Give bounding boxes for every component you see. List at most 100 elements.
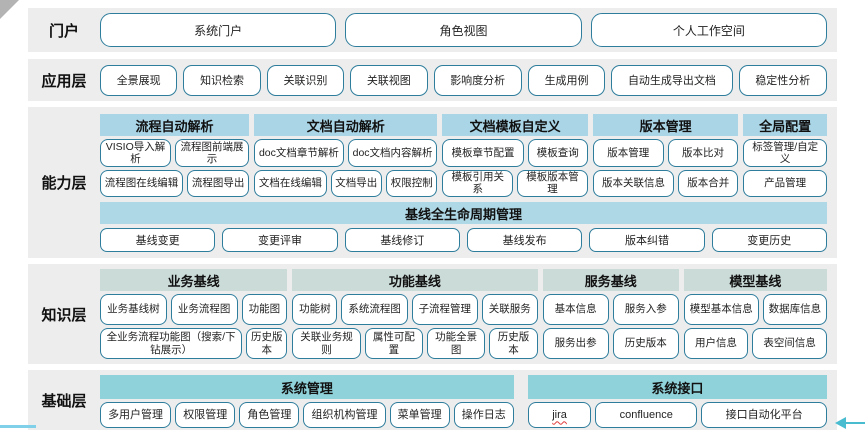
foundation-button[interactable]: 角色管理	[239, 402, 300, 428]
capability-button[interactable]: 版本合并	[678, 169, 739, 198]
interface-button[interactable]: jira	[527, 402, 592, 428]
application-layer-label: 应用层	[41, 72, 87, 90]
application-button[interactable]: 影响度分析	[433, 64, 522, 96]
interface-button[interactable]: confluence	[595, 402, 698, 428]
capability-layer-band: 能力层 流程自动解析 VISIO导入解析流程图前端展示 流程图在线编辑流程图导出…	[28, 107, 837, 258]
application-button[interactable]: 稳定性分析	[738, 64, 827, 96]
knowledge-button[interactable]: 历史版本	[489, 328, 538, 359]
application-button[interactable]: 知识检索	[183, 64, 261, 96]
knowledge-button[interactable]: 子流程管理	[411, 294, 478, 325]
group-version-management: 版本管理 版本管理版本比对 版本关联信息版本合并	[592, 114, 739, 198]
application-button[interactable]: 关联识别	[266, 64, 345, 96]
capability-button[interactable]: 标签管理/自定义	[743, 139, 827, 167]
foundation-layer-label: 基础层	[41, 392, 87, 410]
knowledge-button[interactable]: 历史版本	[246, 328, 288, 359]
group-header-system-interface: 系统接口	[527, 375, 827, 399]
baseline-button[interactable]: 版本纠错	[589, 228, 705, 252]
foundation-layer-band: 基础层 系统管理 多用户管理权限管理角色管理组织机构管理菜单管理操作日志 系统接…	[28, 370, 837, 430]
group-header-version-management: 版本管理	[592, 114, 739, 136]
knowledge-button[interactable]: 属性可配置	[364, 328, 423, 359]
knowledge-groups-row: 业务基线 业务基线树业务流程图功能图 全业务流程功能图（搜索/下钻展示）历史版本…	[100, 269, 828, 359]
capability-button[interactable]: 模板查询	[527, 139, 588, 167]
portal-button[interactable]: 系统门户	[100, 13, 337, 47]
baseline-button[interactable]: 基线变更	[100, 228, 216, 252]
capability-button[interactable]: 版本比对	[667, 139, 739, 167]
capability-button[interactable]: 文档导出	[330, 169, 382, 198]
group-header-global-config: 全局配置	[743, 114, 827, 136]
knowledge-button[interactable]: 业务流程图	[170, 294, 238, 325]
capability-button[interactable]: doc文档内容解析	[347, 139, 438, 167]
capability-layer-label: 能力层	[41, 175, 87, 192]
baseline-button-row: 基线变更变更评审基线修订基线发布版本纠错变更历史	[100, 228, 827, 252]
baseline-button[interactable]: 变更历史	[711, 228, 827, 252]
foundation-button[interactable]: 组织机构管理	[303, 402, 386, 428]
capability-button[interactable]: doc文档章节解析	[254, 139, 344, 167]
knowledge-layer-band: 知识层 业务基线 业务基线树业务流程图功能图 全业务流程功能图（搜索/下钻展示）…	[28, 264, 837, 364]
group-header-service-baseline: 服务基线	[542, 269, 679, 291]
foundation-button[interactable]: 操作日志	[453, 402, 514, 428]
capability-button[interactable]: 流程图前端展示	[174, 139, 250, 167]
application-button[interactable]: 自动生成导出文档	[611, 64, 733, 96]
capability-button[interactable]: 模板版本管理	[517, 169, 588, 198]
knowledge-button[interactable]: 表空间信息	[752, 328, 828, 359]
capability-button[interactable]: 模板章节配置	[442, 139, 524, 167]
knowledge-button[interactable]: 基本信息	[542, 294, 609, 325]
group-header-business-baseline: 业务基线	[100, 269, 288, 291]
capability-button[interactable]: 模板引用关系	[442, 169, 514, 198]
group-header-process-auto-parse: 流程自动解析	[100, 114, 250, 136]
knowledge-button[interactable]: 功能图	[241, 294, 288, 325]
group-function-baseline: 功能基线 功能树系统流程图子流程管理关联服务 关联业务规则属性可配置功能全景图历…	[292, 269, 538, 359]
group-header-doc-auto-parse: 文档自动解析	[254, 114, 438, 136]
foundation-groups-row: 系统管理 多用户管理权限管理角色管理组织机构管理菜单管理操作日志 系统接口 ji…	[100, 375, 827, 428]
slide-corner-triangle	[0, 0, 19, 19]
capability-button[interactable]: 流程图导出	[187, 169, 250, 198]
interface-button[interactable]: 接口自动化平台	[701, 402, 827, 428]
baseline-button[interactable]: 变更评审	[222, 228, 338, 252]
group-model-baseline: 模型基线 模型基本信息数据库信息 用户信息表空间信息	[683, 269, 828, 359]
baseline-lifecycle-banner: 基线全生命周期管理	[100, 202, 827, 224]
knowledge-button[interactable]: 用户信息	[683, 328, 749, 359]
application-button[interactable]: 生成用例	[527, 64, 606, 96]
application-button-row: 全景展现知识检索关联识别关联视图影响度分析生成用例自动生成导出文档稳定性分析	[100, 64, 827, 96]
foundation-button[interactable]: 权限管理	[175, 402, 236, 428]
foundation-button[interactable]: 菜单管理	[389, 402, 450, 428]
capability-button[interactable]: 版本关联信息	[592, 169, 675, 198]
group-header-function-baseline: 功能基线	[292, 269, 538, 291]
knowledge-button[interactable]: 功能树	[292, 294, 338, 325]
capability-button[interactable]: 权限控制	[385, 169, 438, 198]
knowledge-button[interactable]: 服务入参	[612, 294, 679, 325]
portal-button[interactable]: 个人工作空间	[590, 13, 827, 47]
portal-layer-label: 门户	[48, 22, 79, 40]
capability-button[interactable]: VISIO导入解析	[100, 139, 171, 167]
baseline-button[interactable]: 基线修订	[344, 228, 460, 252]
group-header-doc-template-custom: 文档模板自定义	[442, 114, 588, 136]
capability-button[interactable]: 版本管理	[592, 139, 664, 167]
application-layer-band: 应用层 全景展现知识检索关联识别关联视图影响度分析生成用例自动生成导出文档稳定性…	[28, 59, 837, 101]
group-service-baseline: 服务基线 基本信息服务入参 服务出参历史版本	[542, 269, 679, 359]
group-business-baseline: 业务基线 业务基线树业务流程图功能图 全业务流程功能图（搜索/下钻展示）历史版本	[100, 269, 288, 359]
foundation-button[interactable]: 多用户管理	[100, 402, 172, 428]
knowledge-button[interactable]: 功能全景图	[427, 328, 486, 359]
knowledge-button[interactable]: 系统流程图	[341, 294, 408, 325]
knowledge-button[interactable]: 历史版本	[612, 328, 679, 359]
knowledge-button[interactable]: 关联业务规则	[292, 328, 361, 359]
group-global-config: 全局配置 标签管理/自定义 产品管理	[743, 114, 827, 198]
application-button[interactable]: 关联视图	[350, 64, 428, 96]
bottom-left-line	[0, 425, 36, 428]
application-button[interactable]: 全景展现	[100, 64, 178, 96]
knowledge-button[interactable]: 全业务流程功能图（搜索/下钻展示）	[100, 328, 243, 359]
capability-button[interactable]: 产品管理	[743, 169, 827, 198]
portal-button[interactable]: 角色视图	[345, 13, 582, 47]
knowledge-button[interactable]: 数据库信息	[762, 294, 828, 325]
knowledge-button[interactable]: 业务基线树	[100, 294, 167, 325]
knowledge-button[interactable]: 关联服务	[481, 294, 538, 325]
knowledge-button[interactable]: 模型基本信息	[683, 294, 759, 325]
capability-button[interactable]: 文档在线编辑	[254, 169, 327, 198]
baseline-button[interactable]: 基线发布	[466, 228, 583, 252]
capability-button[interactable]: 流程图在线编辑	[100, 169, 184, 198]
knowledge-button[interactable]: 服务出参	[542, 328, 609, 359]
left-arrow-icon	[835, 417, 865, 429]
group-doc-template-custom: 文档模板自定义 模板章节配置模板查询 模板引用关系模板版本管理	[442, 114, 588, 198]
group-process-auto-parse: 流程自动解析 VISIO导入解析流程图前端展示 流程图在线编辑流程图导出	[100, 114, 250, 198]
